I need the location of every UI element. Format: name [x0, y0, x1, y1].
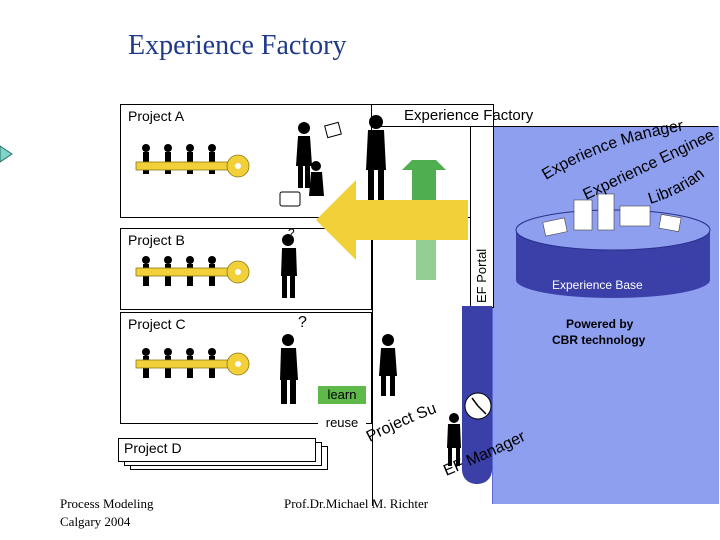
project-a-label: Project A	[128, 108, 185, 124]
questioning-figure-c-icon	[280, 334, 298, 404]
project-d-label: Project D	[124, 440, 182, 456]
footer-left-line1: Process Modeling	[60, 496, 154, 511]
ef-portal-label: EF Portal	[474, 248, 489, 303]
experience-base-label: Experience Base	[552, 278, 643, 292]
experience-base-drum-icon	[515, 193, 711, 298]
exclamation-mark: !	[370, 314, 375, 331]
experience-factory-frame-vertical	[372, 216, 373, 506]
footer-center: Prof.Dr.Michael M. Richter	[284, 496, 429, 511]
footer-left-line2: Calgary 2004	[60, 514, 131, 529]
project-b-label: Project B	[128, 232, 185, 248]
project-a-team-icon	[135, 144, 250, 178]
ef-manager-label: EF Manager	[441, 428, 529, 480]
project-b-team-icon	[135, 256, 250, 286]
experience-factory-header: Experience Factory	[404, 107, 534, 124]
learn-label: learn	[318, 386, 366, 404]
questioning-figure-b-icon	[281, 234, 297, 298]
play-marker-icon	[0, 145, 13, 163]
project-c-team-icon	[135, 348, 250, 378]
supporter-figure-icon	[379, 334, 397, 396]
project-d-box	[118, 438, 316, 462]
experience-factory-region	[492, 126, 719, 504]
project-c-label: Project C	[128, 316, 186, 332]
lower-role-labels: Project Supporter EF Manager	[360, 396, 529, 480]
role-labels: Experience Manager Experience Engineer L…	[500, 100, 717, 208]
librarian-label: Librarian	[646, 165, 708, 207]
page-title: Experience Factory	[128, 30, 347, 61]
project-supporter-label: Project Supporter	[360, 396, 439, 446]
question-mark-c: ?	[298, 314, 307, 331]
exchange-figures-icon	[279, 121, 342, 207]
flow-arrows-icon	[316, 160, 468, 280]
powered-by-line2: CBR technology	[552, 333, 646, 347]
question-mark-b: ?	[288, 226, 295, 240]
ef-manager-figure-icon	[447, 413, 461, 466]
manager-figure-icon	[366, 115, 386, 200]
experience-factory-frame-right	[372, 126, 718, 127]
reuse-label: reuse	[318, 414, 366, 432]
powered-by-line1: Powered by	[566, 317, 634, 331]
portal-clock-icon	[464, 392, 492, 420]
